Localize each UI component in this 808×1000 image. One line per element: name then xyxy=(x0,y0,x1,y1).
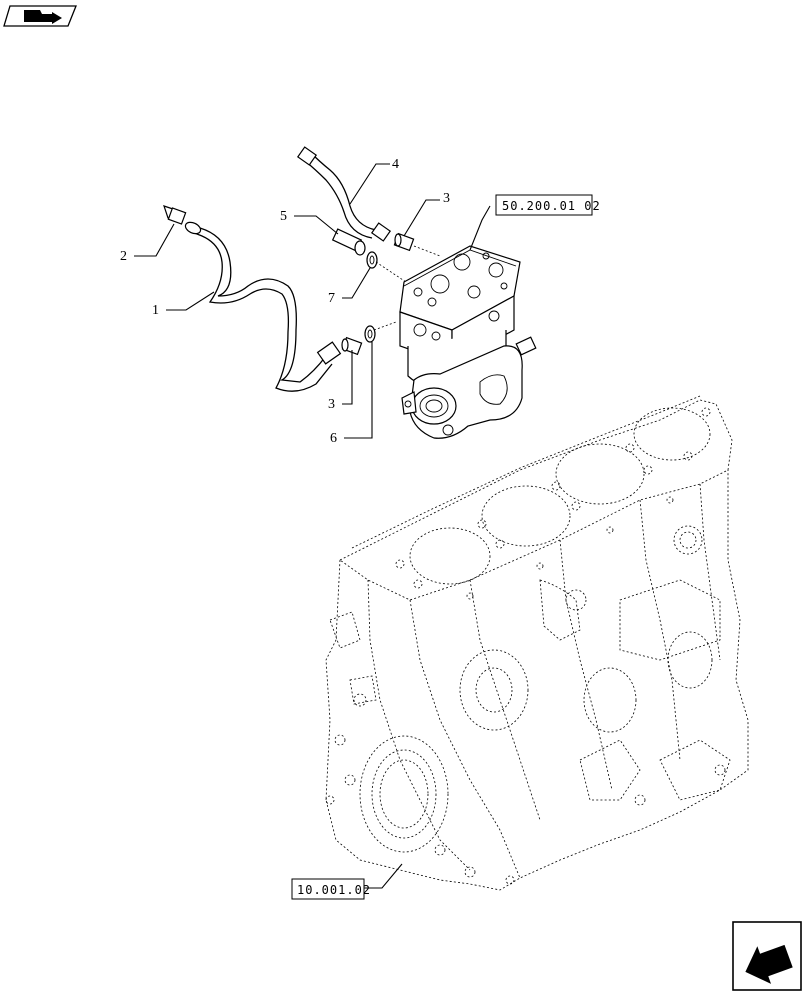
reference-compressor-label: 50.200.01 02 xyxy=(502,199,601,213)
pipe-part-1 xyxy=(184,221,342,392)
reference-compressor[interactable]: 50.200.01 02 xyxy=(469,194,601,251)
callout-1: 1 xyxy=(152,291,215,318)
engine-block xyxy=(325,395,749,891)
callout-4: 4 xyxy=(349,157,399,205)
fitting-part-2 xyxy=(163,205,187,225)
callout-label-2: 2 xyxy=(120,249,127,264)
callout-3-upper: 3 xyxy=(403,191,450,237)
fitting-part-3-lower xyxy=(341,336,363,356)
callout-5: 5 xyxy=(280,209,339,235)
air-compressor xyxy=(399,245,537,439)
callout-label-5: 5 xyxy=(280,209,287,224)
pipe-part-4 xyxy=(296,146,392,242)
book-arrow-icon[interactable] xyxy=(3,5,77,27)
next-page-arrow-icon[interactable] xyxy=(732,921,802,991)
callout-label-7: 7 xyxy=(328,291,335,306)
washer-part-6 xyxy=(364,325,376,343)
callout-3-lower: 3 xyxy=(328,350,353,412)
callout-7: 7 xyxy=(328,267,371,306)
callout-label-6: 6 xyxy=(330,431,337,446)
callout-2: 2 xyxy=(120,223,175,264)
reference-engine-block[interactable]: 10.001.02 xyxy=(291,863,403,900)
reference-engine-block-label: 10.001.02 xyxy=(297,883,371,897)
callout-label-3-lower: 3 xyxy=(328,397,335,412)
alignment-lines xyxy=(373,245,441,331)
callout-label-1: 1 xyxy=(152,303,159,318)
callout-label-3-upper: 3 xyxy=(443,191,450,206)
fitting-part-5 xyxy=(331,228,366,256)
washer-part-7 xyxy=(366,251,378,269)
callout-6: 6 xyxy=(330,342,373,446)
callout-label-4: 4 xyxy=(392,157,399,172)
fitting-part-3-upper xyxy=(393,232,415,252)
